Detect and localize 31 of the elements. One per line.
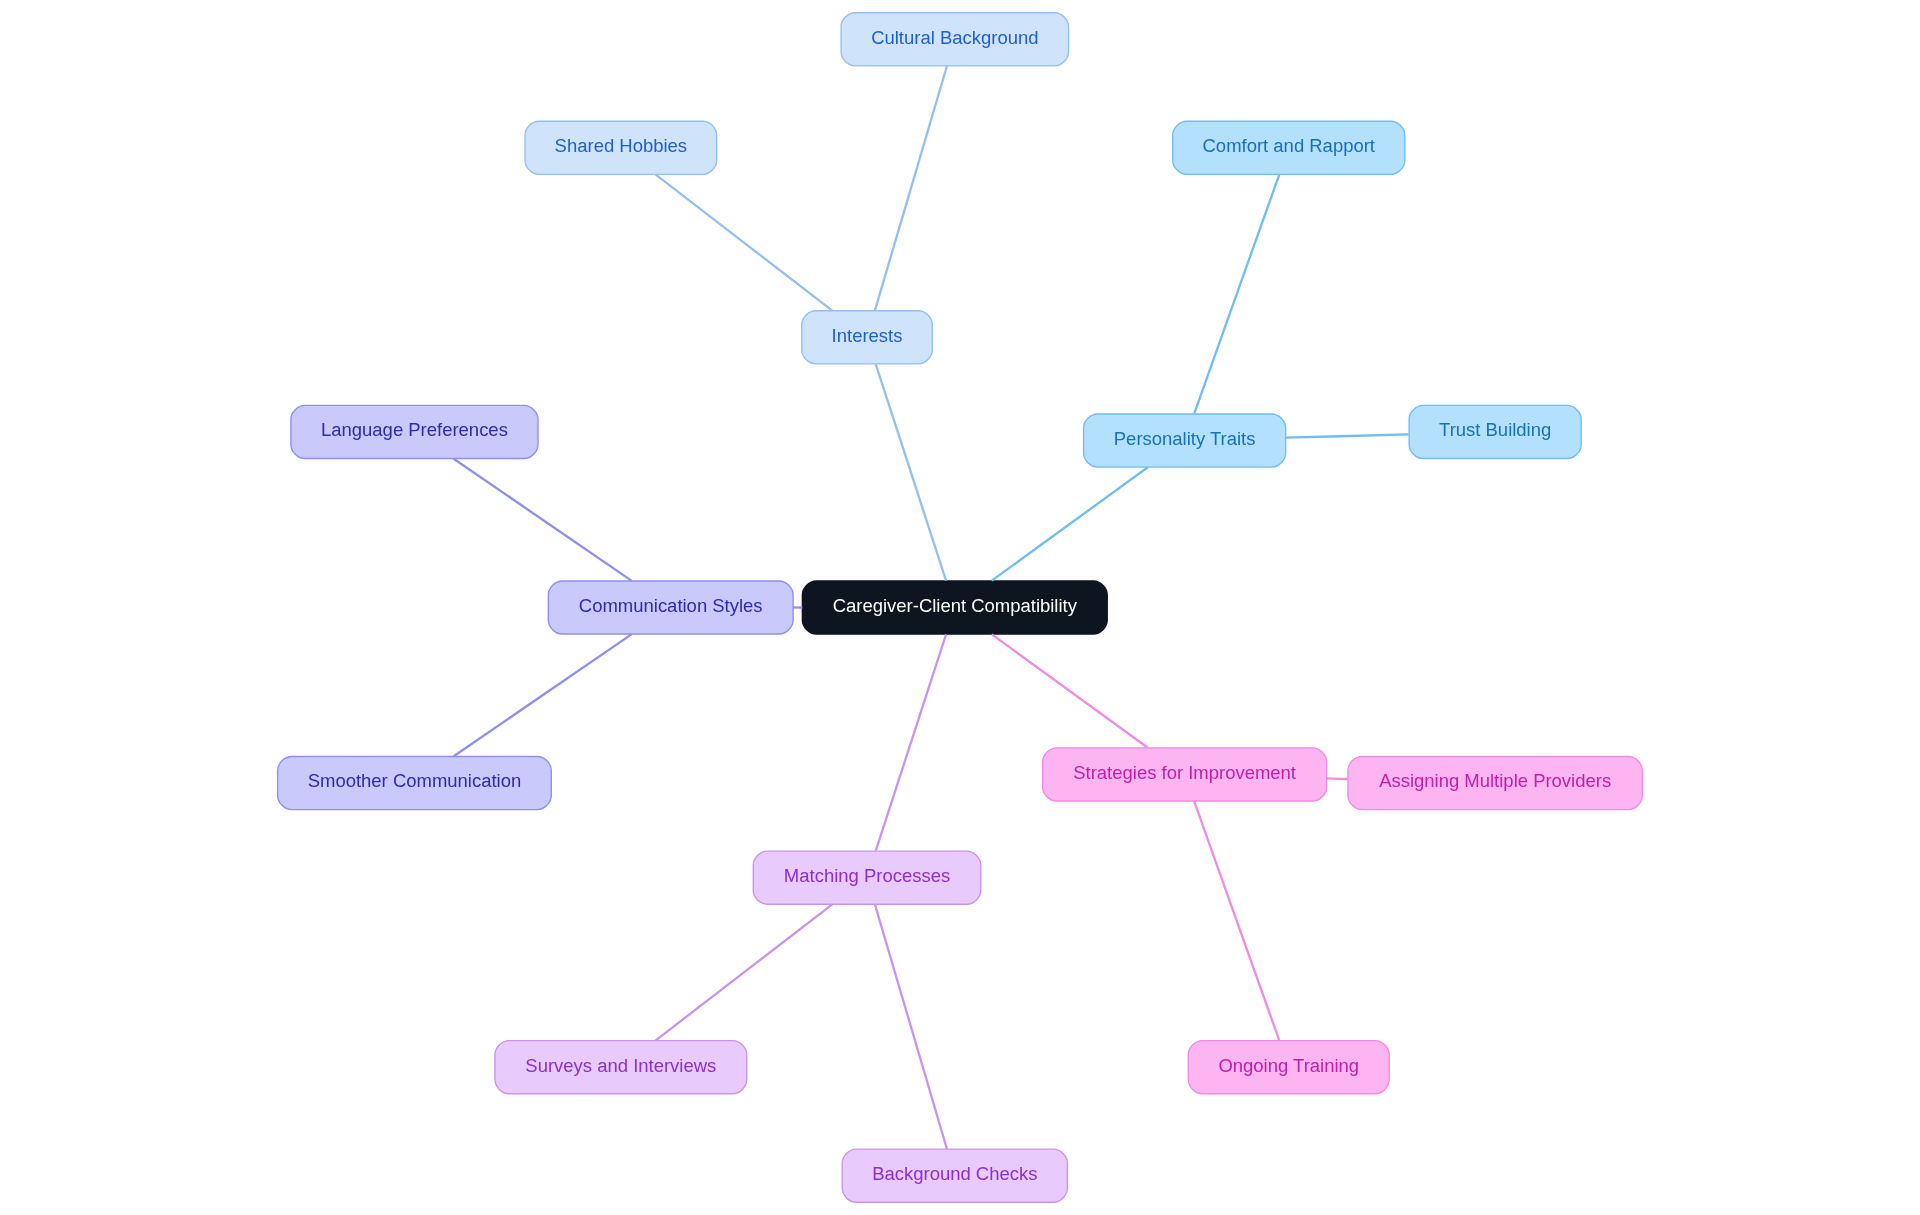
connector: [1285, 433, 1409, 439]
connector: [991, 466, 1149, 582]
node-box: Trust Building: [1408, 404, 1582, 460]
node-box: Surveys and Interviews: [494, 1039, 748, 1095]
connector: [793, 606, 803, 609]
node-box: Matching Processes: [752, 850, 982, 905]
connector: [1193, 174, 1281, 414]
node-box: Interests: [801, 310, 933, 365]
node-box: Caregiver-Client Compatibility: [801, 580, 1108, 635]
connector: [991, 633, 1149, 749]
node-box: Assigning Multiple Providers: [1347, 755, 1644, 811]
connector: [1326, 777, 1348, 781]
node-box: Language Preferences: [290, 404, 539, 460]
connector: [873, 904, 949, 1150]
connector: [873, 65, 949, 311]
node-box: Comfort and Rapport: [1172, 120, 1406, 176]
connector: [1193, 801, 1281, 1041]
node-box: Strategies for Improvement: [1041, 747, 1328, 802]
connector: [874, 363, 948, 581]
connector: [654, 903, 833, 1042]
connector: [874, 634, 948, 852]
connector: [654, 173, 833, 312]
node-box: Personality Traits: [1082, 413, 1287, 468]
connector: [452, 633, 633, 758]
node-box: Shared Hobbies: [524, 120, 718, 176]
node-box: Cultural Background: [840, 12, 1070, 67]
connector: [452, 457, 633, 582]
node-box: Smoother Communication: [276, 755, 552, 811]
node-box: Ongoing Training: [1187, 1039, 1390, 1095]
node-box: Communication Styles: [547, 580, 794, 635]
node-box: Background Checks: [841, 1148, 1069, 1203]
